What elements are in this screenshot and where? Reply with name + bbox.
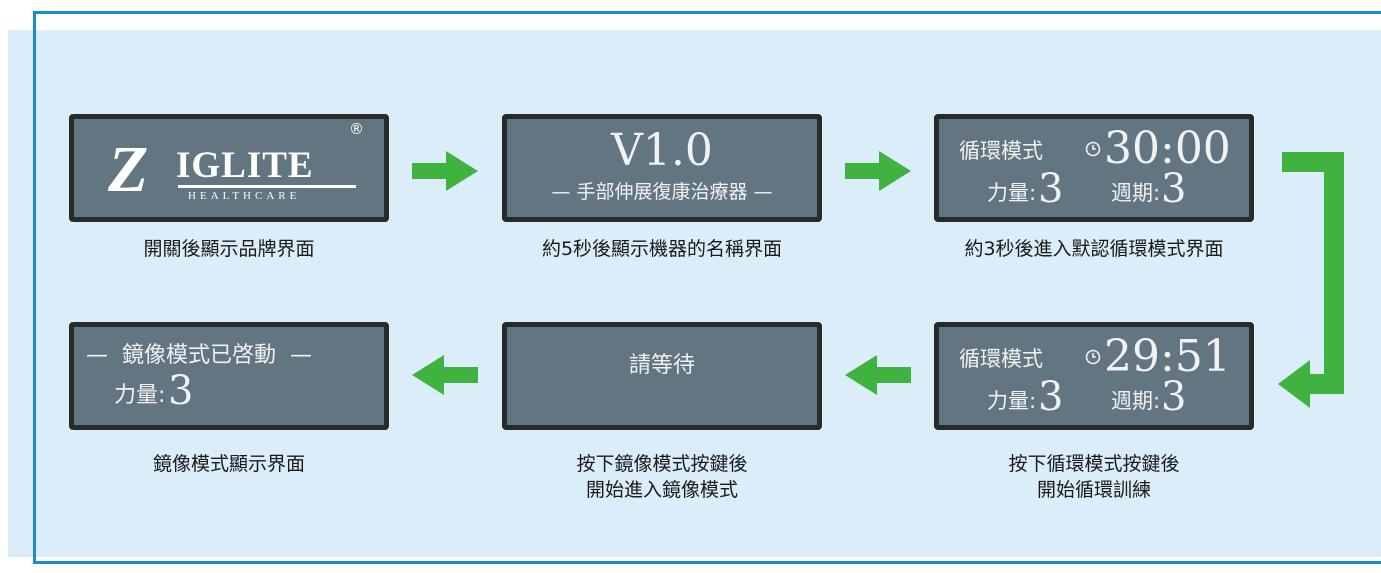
- power-label: 力量:: [114, 383, 166, 408]
- cycle-running-caption: 按下循環模式按鍵後 開始循環訓練: [1008, 453, 1180, 501]
- power-value: 3: [168, 368, 194, 414]
- registered-mark: ®: [349, 120, 364, 138]
- cycle-value: 3: [1161, 374, 1187, 420]
- arrow-left-1: [845, 355, 911, 395]
- cycle-label: 週期:: [1111, 389, 1161, 413]
- frame-left-line: [33, 11, 36, 564]
- wait-caption: 按下鏡像模式按鍵後 開始進入鏡像模式: [576, 453, 748, 501]
- power-label: 力量:: [987, 181, 1037, 205]
- cycle-value: 3: [1161, 166, 1187, 212]
- device-name-text: — 手部伸展復康治療器 —: [551, 181, 773, 203]
- clock-icon: [1085, 141, 1101, 157]
- wait-text: 請等待: [628, 353, 695, 378]
- frame-top-line: [33, 11, 1381, 14]
- mirror-title: — 鏡像模式已啓動 —: [86, 343, 312, 368]
- wait-screen: 請等待: [502, 322, 822, 430]
- arrow-elbow-down: [1278, 152, 1344, 408]
- arrow-left-2: [412, 355, 478, 395]
- arrow-right-1: [412, 151, 478, 191]
- cycle-running-screen: 循環模式 29:51 力量: 3 週期: 3: [934, 322, 1254, 430]
- cycle-label: 週期:: [1111, 181, 1161, 205]
- timer-display: 30:00: [1104, 123, 1231, 174]
- device-name-screen: V1.0 — 手部伸展復康治療器 —: [502, 114, 822, 222]
- version-text: V1.0: [611, 125, 713, 176]
- ziglite-logo: Z IGLITE HEALTHCARE: [104, 137, 364, 207]
- brand-caption: 開關後顯示品牌界面: [143, 238, 315, 260]
- power-label: 力量:: [987, 389, 1037, 413]
- brand-screen: Z IGLITE HEALTHCARE ®: [69, 114, 389, 222]
- power-value: 3: [1038, 374, 1064, 420]
- cycle-default-screen: 循環模式 30:00 力量: 3 週期: 3: [934, 114, 1254, 222]
- power-value: 3: [1038, 166, 1064, 212]
- timer-display: 29:51: [1104, 331, 1231, 382]
- mode-label: 循環模式: [959, 139, 1043, 163]
- arrow-right-2: [845, 151, 911, 191]
- clock-icon: [1085, 349, 1101, 365]
- mirror-caption: 鏡像模式顯示界面: [152, 453, 305, 475]
- logo-subtext: HEALTHCARE: [188, 190, 301, 202]
- mode-label: 循環模式: [959, 347, 1043, 371]
- mirror-screen: — 鏡像模式已啓動 — 力量: 3: [69, 322, 389, 430]
- frame-bottom-line: [33, 561, 1381, 564]
- cycle-default-caption: 約3秒後進入默認循環模式界面: [964, 238, 1224, 260]
- device-name-caption: 約5秒後顯示機器的名稱界面: [541, 238, 783, 260]
